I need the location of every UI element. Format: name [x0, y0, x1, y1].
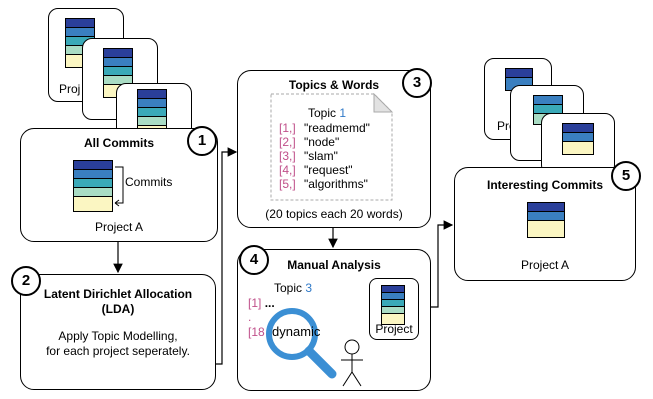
topic-number: 1 — [339, 106, 347, 120]
row-word: "algorithms" — [304, 177, 368, 191]
commit-stack-icon — [562, 123, 594, 155]
arrow-4-to-5 — [430, 220, 454, 308]
row-word: "readmemd" — [304, 121, 370, 135]
lda-title-line2: (LDA) — [101, 302, 135, 316]
project-card-label: Proj — [59, 82, 81, 96]
topic-word: Topic — [274, 281, 303, 295]
topic-number: 3 — [305, 281, 313, 295]
lda-box: Latent Dirichlet Allocation (LDA) Apply … — [20, 274, 216, 390]
topic-row: [3,] "slam" — [279, 149, 338, 163]
topic-label: Topic 3 — [274, 281, 312, 295]
row-word: "node" — [304, 135, 340, 149]
lda-title-line1: Latent Dirichlet Allocation — [43, 287, 193, 301]
topics-footer: (20 topics each 20 words) — [265, 207, 403, 221]
step-2-badge: 2 — [11, 266, 41, 296]
row-index: [1,] — [279, 121, 296, 135]
row-index: [18 — [248, 325, 265, 339]
row-index: [2,] — [279, 135, 296, 149]
row-index: [3,] — [279, 149, 296, 163]
project-label: Project — [375, 322, 413, 336]
interesting-commits-box: Interesting Commits Project A — [454, 167, 636, 281]
interesting-commits-title: Interesting Commits — [486, 178, 603, 192]
magnifier-icon — [266, 308, 337, 379]
row-word: "request" — [304, 163, 353, 177]
topic-row: [5,] "algorithms" — [279, 177, 368, 191]
row-index: [1] — [248, 296, 262, 310]
commit-stack-icon — [381, 285, 405, 325]
topic-word-list: [1,] "readmemd" [2,] "node" [3,] "slam" [4,… — [279, 121, 370, 191]
analysis-row-1: [1] ... — [248, 296, 275, 310]
lda-body-line2: for each project seperately. — [46, 344, 190, 358]
commit-stack-icon — [73, 160, 113, 212]
row-index: [4,] — [279, 163, 296, 177]
step-1-badge: 1 — [187, 126, 217, 156]
commits-bracket — [114, 166, 124, 207]
topic-word: Topic — [308, 106, 337, 120]
step-3-badge: 3 — [402, 68, 432, 98]
row-index: [5,] — [279, 177, 296, 191]
row-ellipsis: ... — [264, 296, 275, 310]
topic-label: Topic 1 — [308, 106, 346, 120]
manual-analysis-box: Manual Analysis Topic 3 [1] ... . [18 dy… — [237, 249, 431, 391]
person-icon — [341, 339, 363, 387]
analysis-dot: . — [248, 310, 252, 324]
topic-row: [1,] "readmemd" — [279, 121, 370, 135]
all-commits-title: All Commits — [83, 136, 154, 150]
manual-analysis-title: Manual Analysis — [287, 258, 381, 272]
all-commits-box: All Commits Commits Project A — [20, 128, 218, 242]
project-a-label: Project A — [520, 258, 570, 272]
project-card-front — [541, 113, 615, 175]
topic-row: [2,] "node" — [279, 135, 339, 149]
step-4-badge: 4 — [239, 245, 269, 275]
project-card-small: Project — [369, 278, 419, 340]
project-a-label: Project A — [94, 220, 144, 234]
commit-stack-icon — [527, 202, 565, 238]
topic-row: [4,] "request" — [279, 163, 353, 177]
arrow-2-to-3 — [214, 147, 238, 365]
topic-document-icon — [270, 93, 394, 201]
highlighted-word: dynamic — [272, 324, 321, 339]
topics-words-title: Topics & Words — [288, 78, 380, 92]
commits-label: Commits — [125, 175, 173, 189]
step-5-badge: 5 — [611, 161, 641, 191]
lda-body-line1: Apply Topic Modelling, — [58, 329, 178, 343]
topics-words-box: Topics & Words Topic 1 [1,] "readmemd" [2… — [237, 70, 431, 228]
row-word: "slam" — [304, 149, 338, 163]
